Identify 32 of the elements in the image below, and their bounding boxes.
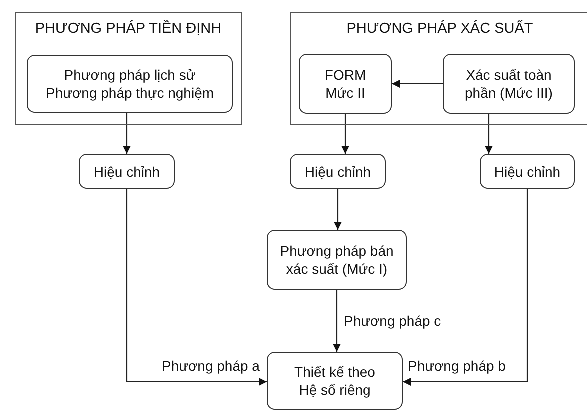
result-box <box>267 352 403 410</box>
box-text: Xác suất toàn phần (Mức III) <box>464 66 554 102</box>
arrow <box>342 114 350 154</box>
panel-heading: PHƯƠNG PHÁP XÁC SUẤT <box>346 20 534 38</box>
arrow <box>126 189 267 386</box>
box-text: FORM Mức II <box>324 66 368 102</box>
box-text: Phương pháp bán xác suất (Mức I) <box>279 242 395 278</box>
box-text: Hiệu chỉnh <box>494 162 561 180</box>
process-box <box>290 154 386 189</box>
group-panel <box>15 12 242 125</box>
arrow <box>333 290 341 352</box>
arrow <box>392 80 443 88</box>
edge-label: Phương pháp c <box>343 313 442 329</box>
process-box <box>79 154 175 189</box>
arrow <box>334 189 342 230</box>
arrow <box>123 113 131 154</box>
method-box <box>443 54 575 114</box>
edge-label: Phương pháp a <box>161 358 261 374</box>
box-text: Phương pháp lịch sử <box>64 66 196 84</box>
box-text: Phương pháp thực nghiệm <box>46 84 214 102</box>
method-box <box>27 55 233 113</box>
box-text: Hiệu chỉnh <box>94 162 160 180</box>
method-box <box>267 230 407 290</box>
box-text: Thiết kế theo Hệ số riêng <box>294 363 376 399</box>
group-panel <box>290 12 587 125</box>
panel-heading: PHƯƠNG PHÁP TIỀN ĐỊNH <box>35 20 222 38</box>
edge-label: Phương pháp b <box>407 358 507 374</box>
box-text: Hiệu chỉnh <box>304 162 372 180</box>
method-box <box>299 54 392 114</box>
process-box <box>480 154 575 189</box>
arrow <box>403 189 528 386</box>
arrow <box>485 114 493 154</box>
